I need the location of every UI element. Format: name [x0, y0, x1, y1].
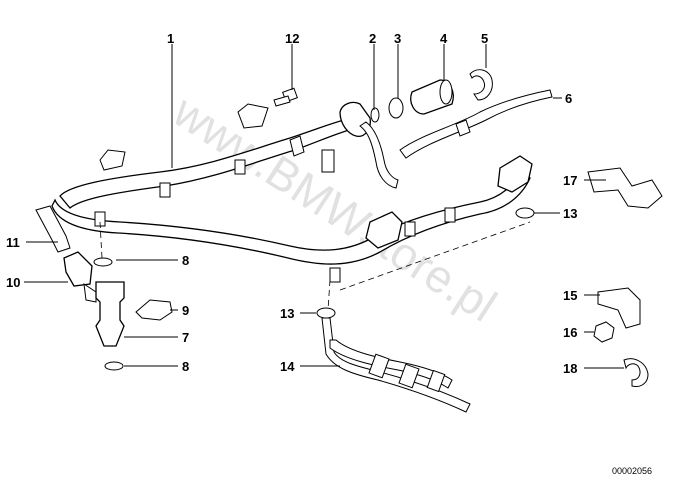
- assembly-lines: [99, 221, 531, 311]
- callout-2: 2: [369, 31, 376, 46]
- injector-stack: [35, 205, 125, 371]
- callout-9: 9: [182, 303, 189, 318]
- callout-10: 10: [6, 275, 20, 290]
- callout-13b: 13: [280, 306, 294, 321]
- clip: [135, 299, 173, 321]
- callout-7: 7: [182, 330, 189, 345]
- leader-lines: [24, 44, 624, 369]
- bolt: [273, 87, 298, 107]
- callout-12: 12: [285, 31, 299, 46]
- fuel-rail-assembly: [51, 103, 533, 283]
- nut: [593, 321, 615, 343]
- callout-1: 1: [167, 31, 174, 46]
- bracket: [587, 167, 663, 209]
- callout-14: 14: [280, 359, 295, 374]
- callout-15: 17: [563, 173, 577, 188]
- callout-5: 5: [481, 31, 488, 46]
- callout-3: 3: [394, 31, 401, 46]
- pipe-clamp: [623, 358, 649, 387]
- callout-8a: 8: [182, 253, 189, 268]
- callout-11: 11: [6, 235, 20, 250]
- callout-17: 16: [563, 325, 577, 340]
- callout-16: 15: [563, 288, 577, 303]
- callout-6: 6: [565, 91, 572, 106]
- callout-labels: 1 12 2 3 4 5 6 17 13 11 8 10 9 7 8 13 14…: [6, 31, 577, 376]
- callout-18: 18: [563, 361, 577, 376]
- callout-13a: 13: [563, 206, 577, 221]
- hose-clamp: [316, 207, 535, 319]
- holder: [597, 287, 641, 329]
- document-number: 00002056: [612, 466, 652, 476]
- callout-8b: 8: [182, 359, 189, 374]
- fuel-feed-line: [321, 317, 471, 413]
- callout-4: 4: [440, 31, 448, 46]
- pressure-regulator: [339, 69, 553, 189]
